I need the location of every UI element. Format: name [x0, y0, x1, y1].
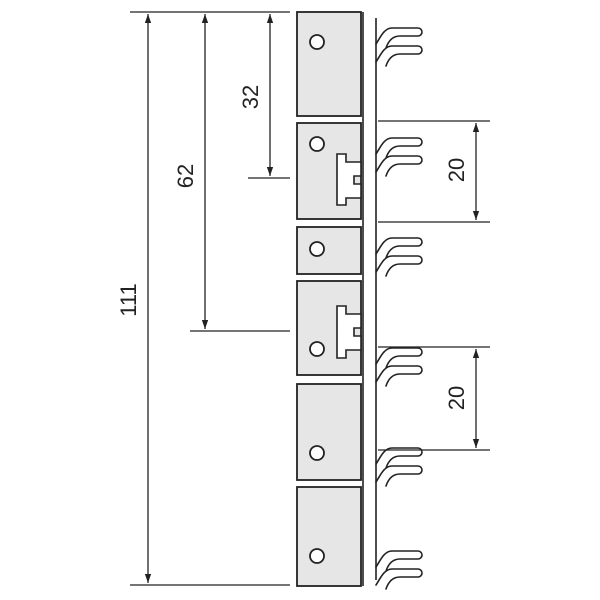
dim-label-pitch-lower: 20 [444, 386, 469, 410]
t-slot-icon [336, 153, 362, 206]
plate-5 [296, 383, 362, 481]
hook-icon [375, 550, 423, 572]
dim-label-mid: 62 [173, 164, 198, 188]
hook-icon [375, 237, 423, 259]
t-slots [336, 153, 362, 359]
hook-icon [375, 447, 423, 469]
plate-1 [296, 11, 362, 117]
hole-icon [309, 548, 325, 564]
hook-icon [375, 465, 423, 487]
plate-6 [296, 486, 362, 587]
mounting-plates [296, 11, 362, 587]
hook-icon [375, 137, 423, 159]
plate-3 [296, 226, 362, 275]
hook-icon [375, 255, 423, 277]
hole-icon [309, 136, 325, 152]
hook-icon [375, 27, 423, 49]
hook-icon [375, 568, 423, 590]
hooks [375, 27, 423, 590]
hook-icon [375, 365, 423, 387]
rail [362, 12, 377, 586]
hook-icon [375, 155, 423, 177]
dim-label-top: 32 [238, 85, 263, 109]
t-slot-icon [336, 305, 362, 359]
hole-icon [309, 241, 325, 257]
hole-icon [309, 34, 325, 50]
hole-icon [309, 341, 325, 357]
dimension-lines [130, 11, 490, 586]
hole-icon [309, 445, 325, 461]
dim-label-overall: 111 [116, 283, 141, 316]
dimension-labels: 111 62 32 20 20 [116, 85, 469, 410]
dim-label-pitch-upper: 20 [444, 158, 469, 182]
mounting-holes [309, 34, 325, 564]
hook-icon [375, 347, 423, 369]
hook-icon [375, 45, 423, 67]
